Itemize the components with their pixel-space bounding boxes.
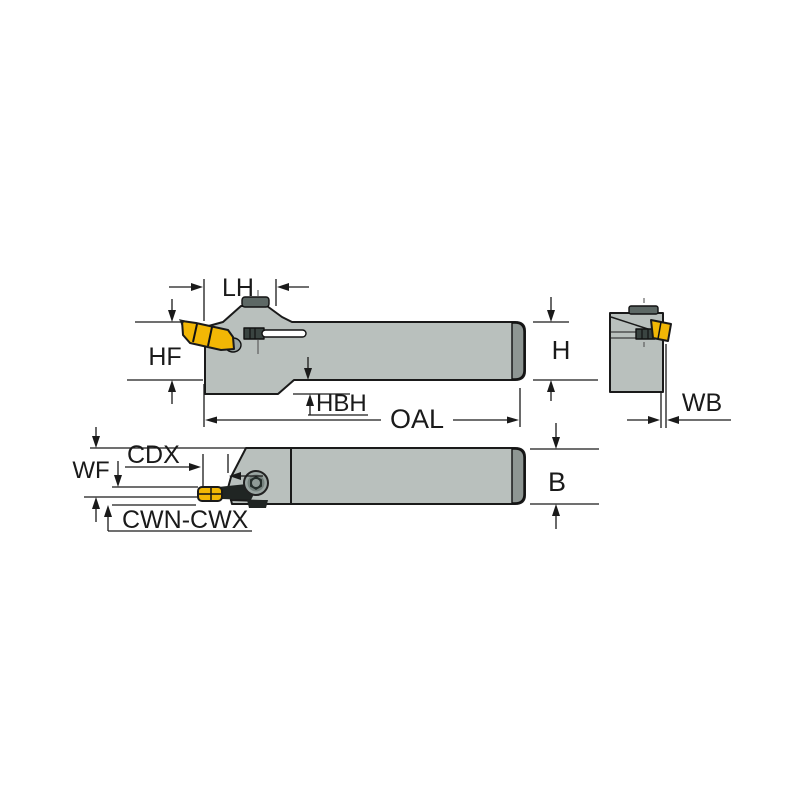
dim-cdx: CDX [125, 441, 263, 486]
h-arrow-up [547, 380, 555, 392]
b-arrow-down [552, 437, 560, 449]
hf-arrow-up [168, 380, 176, 392]
dim-label-cwn-cwx: CWN-CWX [122, 506, 249, 534]
screw-thread-dark [243, 327, 265, 340]
dim-label-wb: WB [682, 389, 722, 417]
cdx-arrow-left-pointing [229, 472, 241, 480]
insert-division-line-end [657, 321, 662, 340]
bottom-view [197, 447, 526, 508]
lh-arrow-right [277, 283, 289, 291]
wf-arrow-down [92, 436, 100, 448]
hbh-arrow-down [304, 368, 312, 380]
wf-arrow-up [92, 497, 100, 509]
dim-cwn-cwx: CWN-CWX [104, 461, 252, 534]
clamp-screw-bottom [243, 470, 269, 496]
insert-division-line [207, 326, 213, 347]
dim-hbh: HBH [293, 357, 368, 417]
cdx-arrow-right-pointing [189, 463, 201, 471]
holder-body-bottom [227, 447, 526, 505]
insert-division-line [192, 323, 198, 343]
dim-lh: LH [169, 274, 309, 321]
dim-wb: WB [627, 344, 731, 428]
top-cap-end [628, 305, 659, 315]
cwn-arrow-up [104, 505, 112, 517]
b-arrow-up [552, 504, 560, 516]
clamp-tab-dark [247, 500, 268, 508]
dim-hf: HF [127, 299, 203, 404]
dim-label-oal: OAL [390, 404, 444, 434]
top-cap-side [241, 296, 270, 308]
dim-label-h: H [552, 335, 571, 365]
cwn-arrow-down [114, 475, 122, 487]
cutting-insert-bottom [197, 486, 223, 502]
wb-arrow-left [648, 416, 660, 424]
dim-label-hf: HF [148, 343, 181, 371]
top-slope-line-end [610, 316, 652, 331]
dim-label-cdx: CDX [127, 441, 180, 469]
oal-arrow-right [507, 416, 519, 424]
side-view [179, 290, 526, 395]
adjusting-screw-side [243, 327, 307, 340]
dimensions: LH HF HBH [72, 274, 731, 534]
screw-hex-hole [252, 479, 260, 487]
dim-label-wf: WF [72, 457, 109, 484]
wb-arrow-right [667, 416, 679, 424]
dim-label-hbh: HBH [316, 390, 367, 417]
h-arrow-down [547, 310, 555, 322]
dim-wf: WF [72, 427, 246, 522]
oal-arrow-left [205, 416, 217, 424]
end-view [609, 298, 672, 393]
holder-end-chamfer-side [511, 322, 525, 380]
holder-end-chamfer-bottom [511, 448, 525, 504]
dim-label-lh: LH [222, 274, 254, 302]
screw-slot-white [261, 329, 307, 338]
hbh-arrow-up [306, 394, 314, 406]
holder-body-side [204, 305, 526, 395]
dim-b: B [530, 423, 599, 529]
cutting-insert-side [181, 320, 235, 351]
dim-h: H [533, 297, 598, 401]
lh-arrow-left [191, 283, 203, 291]
dim-oal: OAL [203, 384, 521, 434]
hf-arrow-down [168, 310, 176, 322]
cutting-insert-end [650, 319, 672, 342]
dim-label-b: B [548, 467, 566, 497]
